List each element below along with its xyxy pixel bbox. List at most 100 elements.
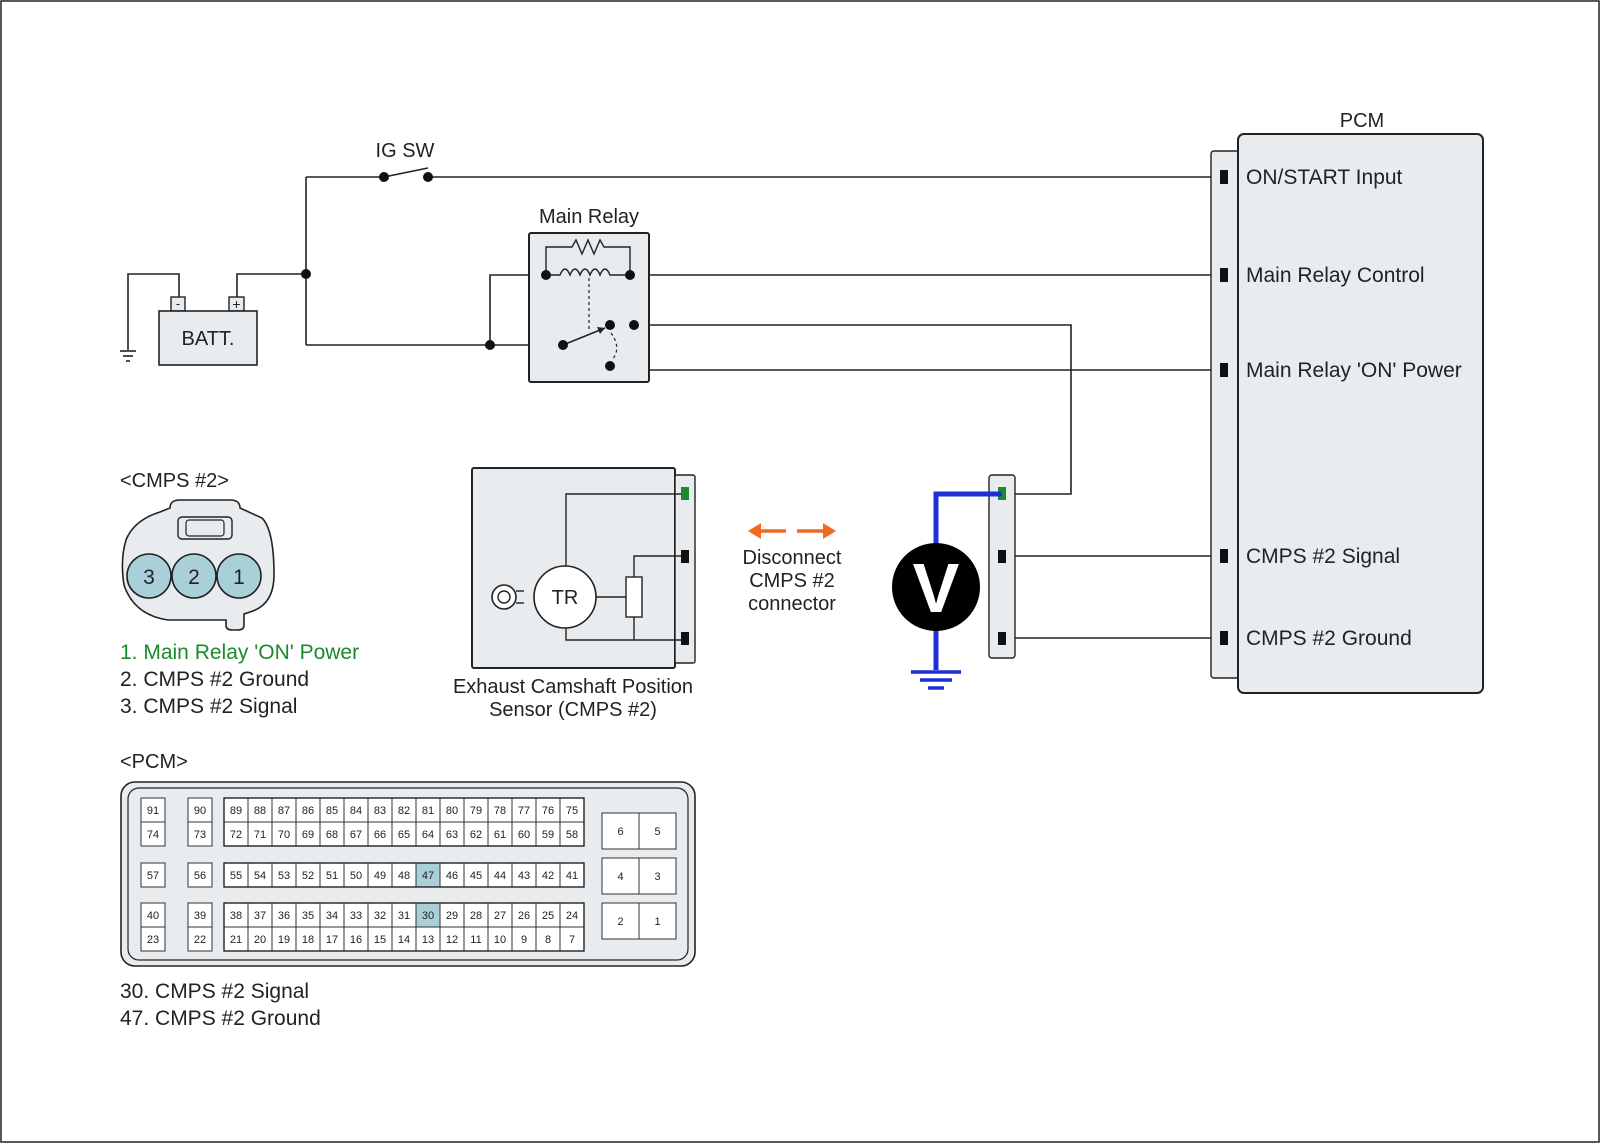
harness-connector xyxy=(988,474,1016,659)
pcm-cell-label: 72 xyxy=(230,829,242,841)
pcm-terminal-label: ON/START Input xyxy=(1246,166,1403,189)
pcm-cell-label: 28 xyxy=(470,910,482,922)
cmps-pin-1 xyxy=(216,553,262,599)
pcm-cell-label: 69 xyxy=(302,829,314,841)
cmps-legend-3: 3. CMPS #2 Signal xyxy=(120,695,297,718)
pcm-cell-label: 78 xyxy=(494,805,506,817)
sensor-tr-label: TR xyxy=(552,587,579,609)
pcm-cell-65 xyxy=(391,821,417,847)
voltmeter: V xyxy=(892,491,1002,690)
pcm-cell-label: 83 xyxy=(374,805,386,817)
ig-sw-contact-right xyxy=(423,172,433,182)
pcm-cell-40 xyxy=(140,902,166,928)
disconnect-line1: Disconnect xyxy=(743,547,842,569)
relay-output-node xyxy=(629,320,639,330)
pcm-cell-label: 31 xyxy=(398,910,410,922)
pcm-cell-26 xyxy=(511,902,537,928)
cmps-legend-2: 2. CMPS #2 Ground xyxy=(120,668,309,691)
pcm-pin-5 xyxy=(1220,631,1228,645)
pcm-cell-label: 51 xyxy=(326,870,338,882)
pcm-cell-1 xyxy=(638,902,677,940)
harness-pin-signal xyxy=(998,550,1006,563)
pcm-cell-label: 6 xyxy=(617,826,623,838)
pcm-cell-58 xyxy=(559,821,585,847)
pcm-cell-label: 57 xyxy=(147,870,159,882)
sensor-pin-ground xyxy=(681,632,689,645)
pcm-cell-label: 49 xyxy=(374,870,386,882)
pcm-cell-label: 23 xyxy=(147,934,159,946)
sensor-magnet-core xyxy=(497,590,511,604)
pcm-cell-label: 11 xyxy=(470,934,481,946)
sensor-internal-signal-wire xyxy=(633,555,681,577)
ig-sw-label: IG SW xyxy=(376,140,435,162)
pcm-cell-2 xyxy=(601,902,640,940)
sensor-pin-signal xyxy=(681,550,689,563)
pcm-cell-86 xyxy=(295,797,321,823)
pcm-cell-13 xyxy=(415,926,441,952)
pcm-cell-label: 26 xyxy=(518,910,530,922)
sensor-connector-strip xyxy=(674,474,696,664)
cmps-pin-label: 3 xyxy=(143,566,155,589)
pcm-cell-label: 60 xyxy=(518,829,530,841)
pcm-cell-label: 81 xyxy=(422,805,434,817)
pcm-cell-label: 77 xyxy=(518,805,530,817)
pcm-cell-label: 90 xyxy=(194,805,206,817)
pcm-cell-17 xyxy=(319,926,345,952)
pcm-cell-label: 89 xyxy=(230,805,242,817)
pcm-cell-19 xyxy=(271,926,297,952)
pcm-cell-label: 54 xyxy=(254,870,266,882)
pcm-cell-label: 38 xyxy=(230,910,242,922)
pcm-cell-label: 46 xyxy=(446,870,458,882)
on-power-wire xyxy=(633,325,1224,371)
pcm-cell-32 xyxy=(367,902,393,928)
pcm-cell-label: 86 xyxy=(302,805,314,817)
pcm-connector-title: <PCM> xyxy=(120,751,188,773)
battery-plus-label: + xyxy=(232,296,240,312)
exhaust-camshaft-sensor: TR Exhaust Camshaft Position Sensor (CMP… xyxy=(453,467,696,721)
pcm-label: PCM xyxy=(1340,110,1384,132)
pcm-cell-83 xyxy=(367,797,393,823)
pcm-cell-68 xyxy=(319,821,345,847)
pcm-cell-label: 55 xyxy=(230,870,242,882)
pcm-terminal-label: Main Relay 'ON' Power xyxy=(1246,359,1462,382)
cmps-pin-label: 1 xyxy=(233,566,245,589)
pcm-cell-73 xyxy=(187,821,213,847)
pcm-pin-4 xyxy=(1220,549,1228,563)
coil-feed-wire xyxy=(489,274,546,345)
pcm-cell-22 xyxy=(187,926,213,952)
pcm-cell-label: 85 xyxy=(326,805,338,817)
disconnect-line2: CMPS #2 xyxy=(749,570,835,592)
pcm-cell-label: 53 xyxy=(278,870,290,882)
pcm-cell-label: 71 xyxy=(254,829,266,841)
sensor-name-line1: Exhaust Camshaft Position xyxy=(453,676,693,698)
pcm-cell-78 xyxy=(487,797,513,823)
pcm-cell-label: 59 xyxy=(542,829,554,841)
relay-coil xyxy=(546,268,630,277)
pcm-cell-label: 33 xyxy=(350,910,362,922)
pcm-cell-56 xyxy=(187,862,213,888)
relay-common-node xyxy=(558,340,568,350)
pcm-cell-label: 21 xyxy=(230,934,242,946)
battery-ground-wire xyxy=(127,273,180,350)
pcm-cell-label: 82 xyxy=(398,805,410,817)
pcm-cell-62 xyxy=(463,821,489,847)
pcm-cell-label: 68 xyxy=(326,829,338,841)
pcm-cell-label: 56 xyxy=(194,870,206,882)
pcm-cell-label: 27 xyxy=(494,910,506,922)
relay-arm-arc xyxy=(610,332,618,361)
pcm-cell-79 xyxy=(463,797,489,823)
battery-ground-symbol xyxy=(120,350,136,362)
relay-resistor xyxy=(545,238,631,275)
sensor-name-line2: Sensor (CMPS #2) xyxy=(489,699,657,721)
battery-label: BATT. xyxy=(182,328,235,350)
pcm-cell-35 xyxy=(295,902,321,928)
pcm-cell-label: 20 xyxy=(254,934,266,946)
pcm-cell-label: 30 xyxy=(422,910,434,922)
